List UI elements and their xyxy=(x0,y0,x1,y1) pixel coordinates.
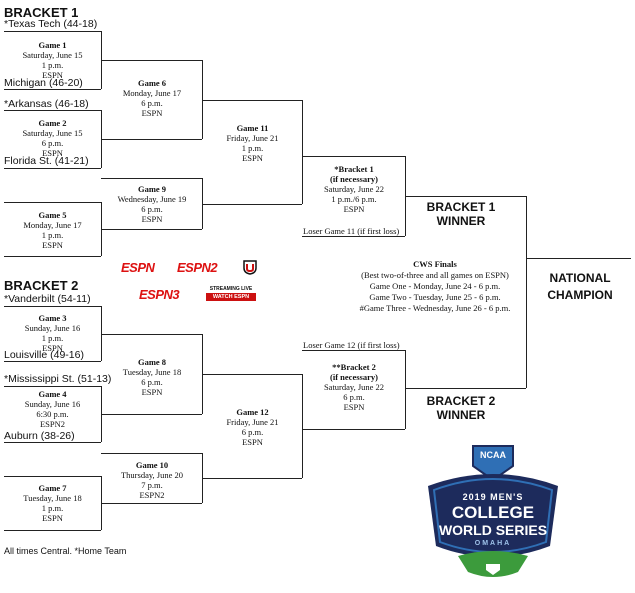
bracket-2-title: BRACKET 2 xyxy=(4,278,79,293)
team-vanderbilt: *Vanderbilt (54-11) xyxy=(4,293,91,305)
team-auburn: Auburn (38-26) xyxy=(4,430,75,442)
espn3-logo: ESPN3 xyxy=(139,287,180,302)
logo-line-1: 2019 MEN'S xyxy=(462,492,524,502)
loser-game-12: Loser Game 12 (if first loss) xyxy=(303,340,400,350)
streaming-live-badge: STREAMING LIVE WATCH ESPN xyxy=(206,286,256,302)
logo-line-2: COLLEGE xyxy=(451,503,535,522)
loser-game-11: Loser Game 11 (if first loss) xyxy=(303,226,400,236)
footer-note: All times Central. *Home Team xyxy=(4,546,127,556)
cws-finals: CWS Finals (Best two-of-three and all ga… xyxy=(359,259,511,313)
logo-line-3: WORLD SERIES xyxy=(438,522,548,538)
team-texas-tech: *Texas Tech (44-18) xyxy=(4,18,98,30)
ncaa-badge: NCAA xyxy=(480,450,506,460)
team-florida-st: Florida St. (41-21) xyxy=(4,155,89,167)
bracket-2-if-necessary: **Bracket 2 (if necessary) Saturday, Jun… xyxy=(323,362,385,412)
espn-logo: ESPN xyxy=(121,260,155,275)
team-michigan: Michigan (46-20) xyxy=(4,77,83,89)
sec-network-icon xyxy=(242,259,258,275)
bracket-1-if-necessary: *Bracket 1 (if necessary) Saturday, June… xyxy=(323,164,385,214)
team-louisville: Louisville (49-16) xyxy=(4,349,84,361)
bracket-1-title: BRACKET 1 xyxy=(4,5,79,20)
cws-logo: NCAA 2019 MEN'S COLLEGE WORLD SERIES OMA… xyxy=(418,442,568,586)
team-arkansas: *Arkansas (46-18) xyxy=(4,98,89,110)
team-mississippi-st: *Mississippi St. (51-13) xyxy=(4,373,112,385)
espn2-logo: ESPN2 xyxy=(177,260,218,275)
logo-line-4: OMAHA xyxy=(474,540,512,547)
